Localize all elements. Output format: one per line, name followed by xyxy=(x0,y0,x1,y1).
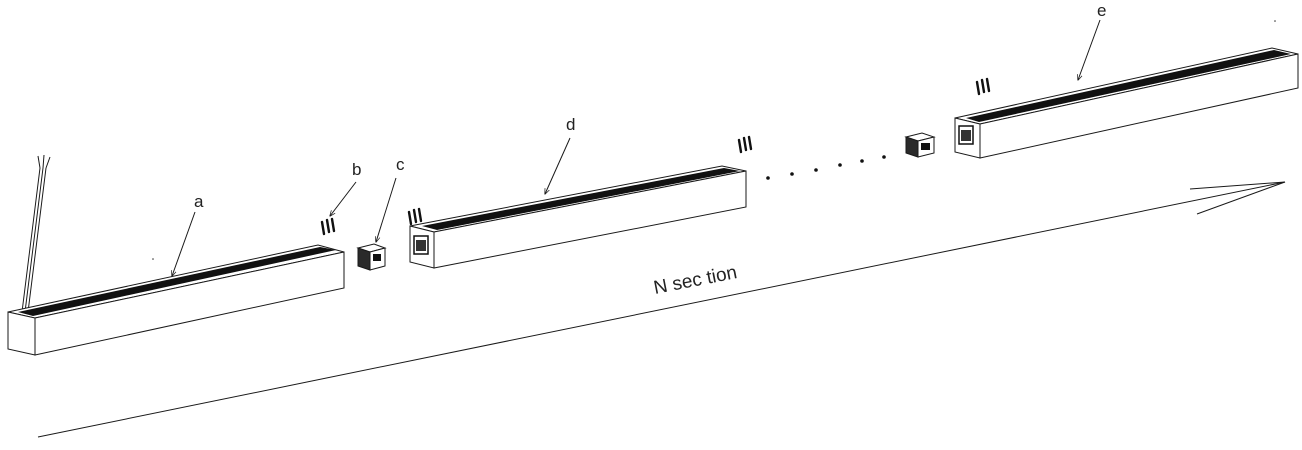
section-arrow-label: N sec tion xyxy=(652,262,739,299)
section-arrow xyxy=(37,181,1286,438)
connector-c xyxy=(356,243,387,271)
label-d: d xyxy=(566,115,575,134)
continuation-dots xyxy=(766,155,886,180)
profile-d xyxy=(407,135,753,269)
leader-d xyxy=(545,137,571,194)
leader-c xyxy=(376,177,397,242)
leader-lines xyxy=(172,19,1101,276)
leader-a xyxy=(172,211,196,276)
leader-b xyxy=(330,181,357,216)
profile-e xyxy=(954,47,1299,159)
profile-a xyxy=(7,154,345,356)
label-b: b xyxy=(352,160,361,179)
screws-b xyxy=(320,217,336,236)
label-c: c xyxy=(396,155,405,174)
stray-marks xyxy=(152,20,1276,260)
label-e: e xyxy=(1097,1,1106,20)
label-a: a xyxy=(194,192,204,211)
power-cable xyxy=(21,154,51,313)
leader-e xyxy=(1078,19,1101,80)
connector-2 xyxy=(904,132,936,158)
